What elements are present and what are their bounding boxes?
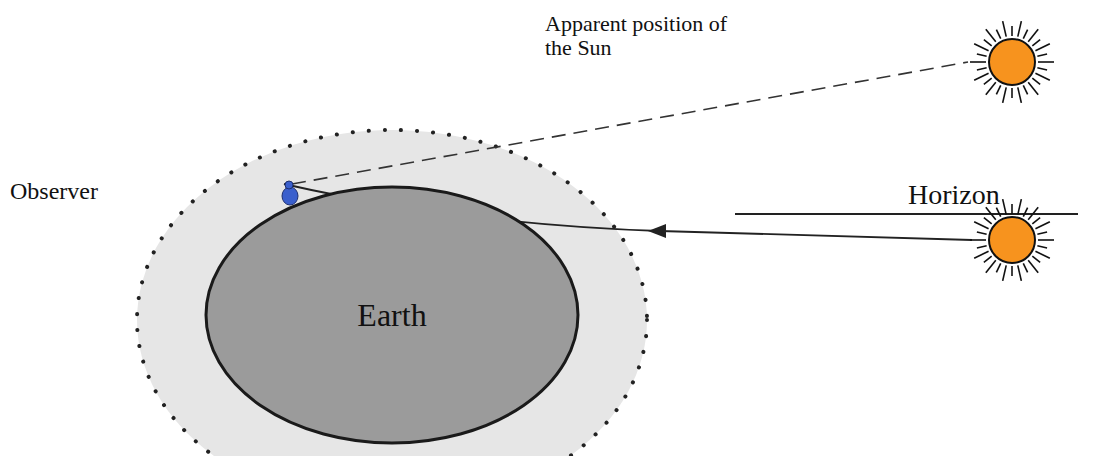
apparent-sight-line (292, 62, 968, 184)
horizon-label: Horizon (908, 180, 1078, 211)
planet-name: Earth (357, 297, 426, 334)
atmosphere-boundary (137, 130, 647, 456)
annotation-text: Apparent position of the Sun (545, 12, 735, 60)
horizon-line (735, 213, 1078, 215)
sun-symbol (970, 21, 1054, 103)
sun-symbol (970, 199, 1054, 281)
planet-circle: Earth (204, 185, 580, 445)
ray-arrowhead (648, 224, 666, 238)
observer-figure (282, 181, 298, 205)
atmosphere (137, 130, 647, 456)
observer-label: Observer (10, 178, 130, 204)
